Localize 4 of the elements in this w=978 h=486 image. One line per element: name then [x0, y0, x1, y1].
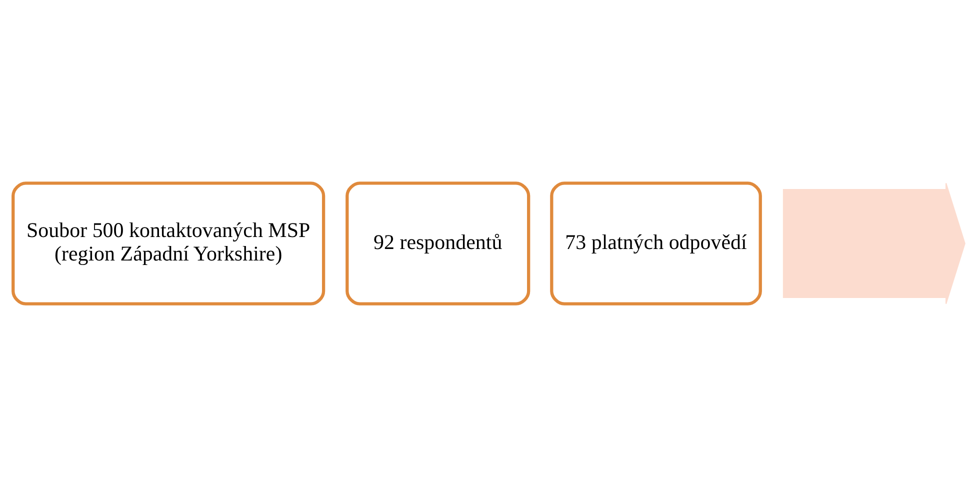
node-box: 92 respondentů [346, 181, 530, 305]
node-arrow [782, 182, 966, 304]
node-box: 73 platných odpovědí [550, 181, 762, 305]
node-box: Soubor 500 kontaktovaných MSP (region Západní Yorkshire) [12, 181, 326, 305]
